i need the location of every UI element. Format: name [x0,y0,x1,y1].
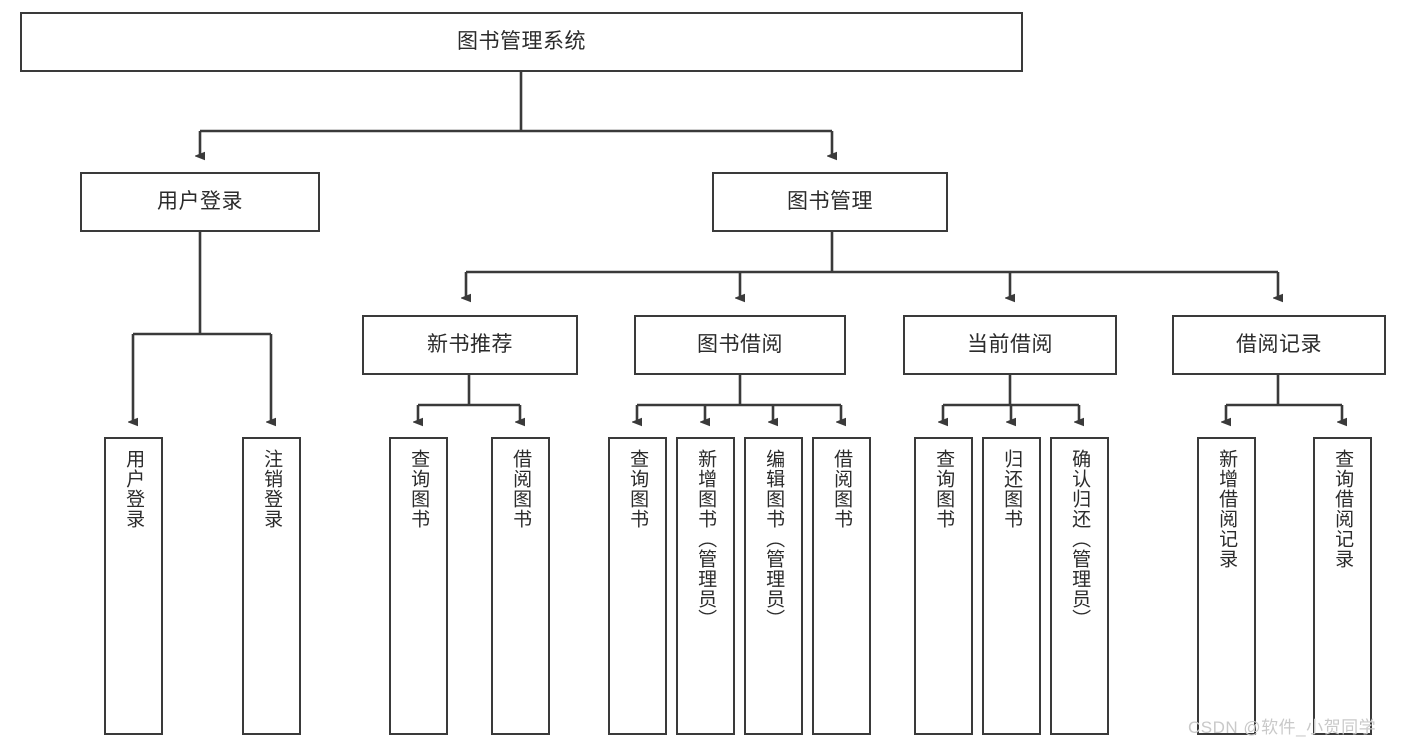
node-leaf-query-book-2[interactable]: 查询图书 [608,437,667,735]
node-leaf-logout-login-label: 注销登录 [261,449,283,529]
node-current-borrow-label: 当前借阅 [967,333,1053,357]
node-book-borrow[interactable]: 图书借阅 [634,315,846,375]
node-leaf-borrow-book-1[interactable]: 借阅图书 [491,437,550,735]
node-leaf-query-record-label: 查询借阅记录 [1332,449,1354,569]
node-leaf-confirm-return-label: 确认归还（管理员） [1069,449,1091,629]
node-leaf-user-login[interactable]: 用户登录 [104,437,163,735]
node-leaf-logout-login[interactable]: 注销登录 [242,437,301,735]
node-book-manage-label: 图书管理 [787,190,873,214]
node-leaf-edit-book[interactable]: 编辑图书（管理员） [744,437,803,735]
node-current-borrow[interactable]: 当前借阅 [903,315,1117,375]
node-leaf-edit-book-label: 编辑图书（管理员） [763,449,785,629]
node-borrow-record[interactable]: 借阅记录 [1172,315,1386,375]
node-leaf-query-book-1[interactable]: 查询图书 [389,437,448,735]
node-new-book-recommend[interactable]: 新书推荐 [362,315,578,375]
node-root-label: 图书管理系统 [457,30,586,54]
node-leaf-add-book-label: 新增图书（管理员） [695,449,717,629]
node-book-borrow-label: 图书借阅 [697,333,783,357]
node-leaf-confirm-return[interactable]: 确认归还（管理员） [1050,437,1109,735]
node-leaf-query-book-3[interactable]: 查询图书 [914,437,973,735]
node-leaf-return-book-label: 归还图书 [1001,449,1023,529]
node-leaf-user-login-label: 用户登录 [123,449,145,529]
node-leaf-query-book-3-label: 查询图书 [933,449,955,529]
node-leaf-add-record-label: 新增借阅记录 [1216,449,1238,569]
node-user-login[interactable]: 用户登录 [80,172,320,232]
csdn-watermark: CSDN @软件_小贺同学 [1188,718,1377,737]
node-new-book-recommend-label: 新书推荐 [427,333,513,357]
node-leaf-add-book[interactable]: 新增图书（管理员） [676,437,735,735]
node-leaf-return-book[interactable]: 归还图书 [982,437,1041,735]
node-leaf-query-book-2-label: 查询图书 [627,449,649,529]
node-leaf-add-record[interactable]: 新增借阅记录 [1197,437,1256,735]
node-leaf-borrow-book-1-label: 借阅图书 [510,449,532,529]
node-root-system[interactable]: 图书管理系统 [20,12,1023,72]
node-user-login-label: 用户登录 [157,190,243,214]
node-borrow-record-label: 借阅记录 [1236,333,1322,357]
node-book-manage[interactable]: 图书管理 [712,172,948,232]
node-leaf-borrow-book-2-label: 借阅图书 [831,449,853,529]
node-leaf-borrow-book-2[interactable]: 借阅图书 [812,437,871,735]
node-leaf-query-book-1-label: 查询图书 [408,449,430,529]
node-leaf-query-record[interactable]: 查询借阅记录 [1313,437,1372,735]
